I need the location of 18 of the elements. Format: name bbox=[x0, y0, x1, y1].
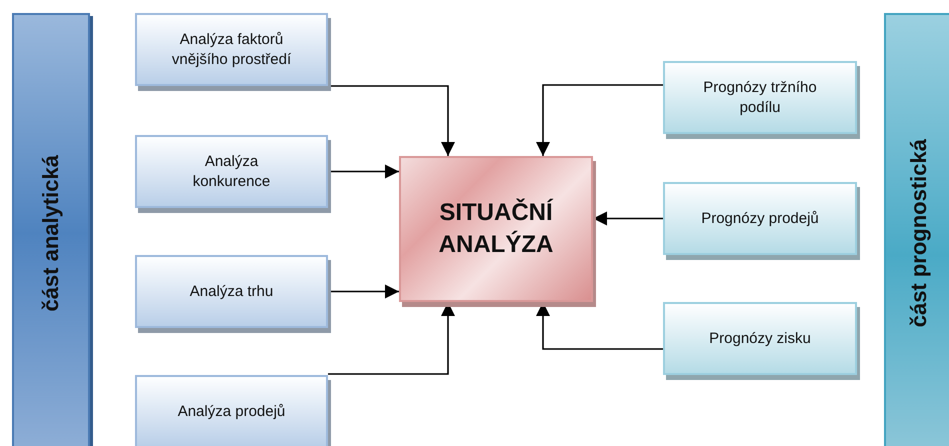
box-title: SITUAČNÍ ANALÝZA bbox=[438, 198, 554, 260]
box-label: Prognózy zisku bbox=[709, 328, 811, 348]
box-label: Analýza prodejů bbox=[178, 402, 286, 422]
process-box bbox=[135, 375, 328, 446]
box-label: Analýza faktorů vnějšího prostředí bbox=[170, 30, 292, 70]
box-label: Prognózy tržního podílu bbox=[702, 78, 818, 118]
arrow bbox=[536, 84, 663, 156]
arrow bbox=[328, 284, 399, 298]
section-label: část analytická bbox=[38, 154, 64, 312]
section-band bbox=[884, 13, 949, 446]
box-label: Analýza trhu bbox=[190, 282, 274, 302]
box-label: Analýza konkurence bbox=[192, 152, 272, 192]
section-band bbox=[12, 13, 90, 446]
arrow bbox=[328, 85, 455, 156]
arrow bbox=[328, 164, 399, 178]
box-label: Prognózy prodejů bbox=[701, 208, 819, 228]
section-label: část prognostická bbox=[906, 138, 932, 328]
arrow bbox=[593, 212, 663, 226]
